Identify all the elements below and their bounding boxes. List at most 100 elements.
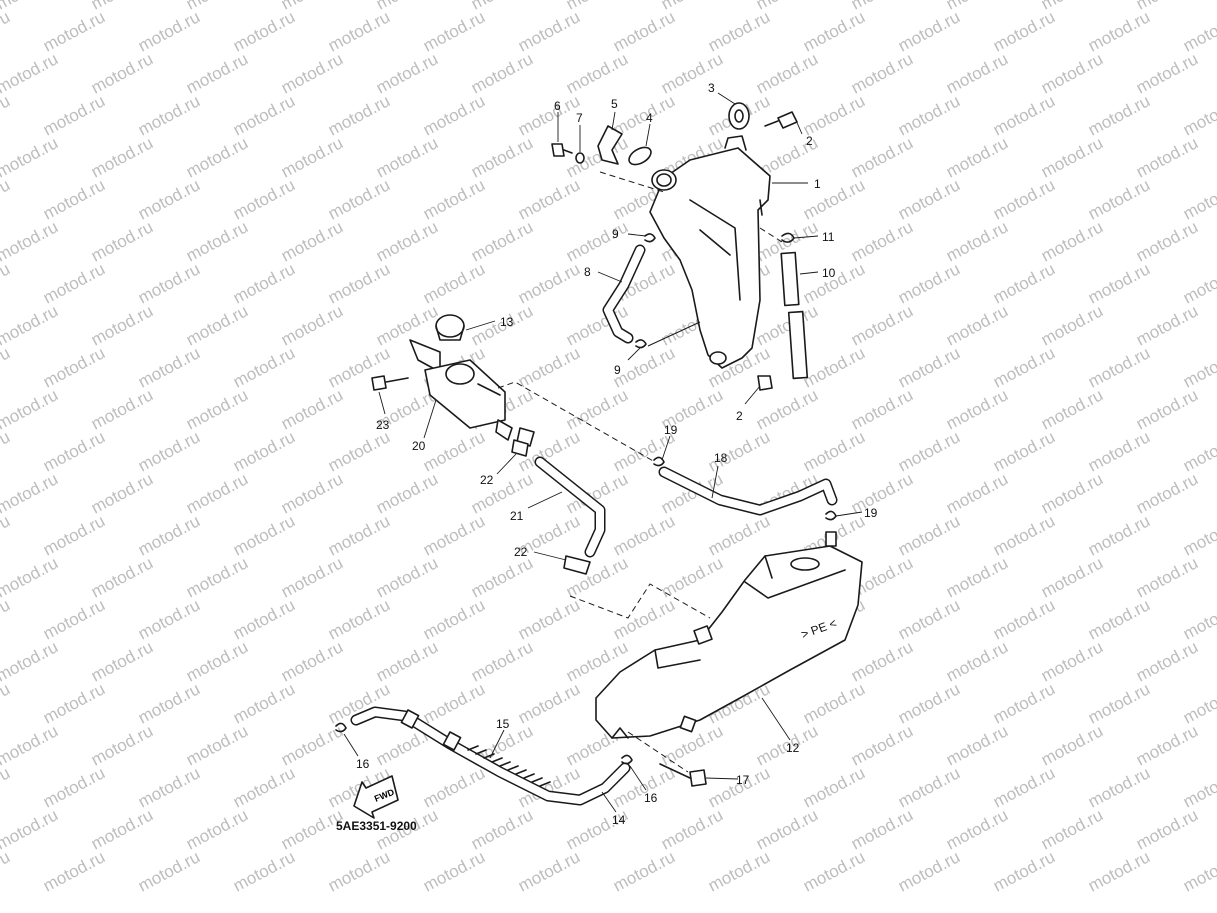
watermark-text: motod.ru — [40, 679, 108, 727]
clamp-16-right — [621, 754, 633, 765]
watermark-text: motod.ru — [420, 7, 488, 55]
watermark-text: motod.ru — [610, 511, 678, 559]
watermark-text: motod.ru — [848, 469, 916, 517]
hose-8 — [602, 244, 646, 344]
watermark-text: motod.ru — [230, 763, 298, 811]
callout-label: 5 — [611, 97, 618, 111]
watermark-text: motod.ru — [1180, 175, 1217, 223]
callout-label: 21 — [510, 509, 524, 523]
watermark-text: motod.ru — [895, 259, 963, 307]
watermark-text: motod.ru — [0, 133, 61, 181]
watermark-text: motod.ru — [848, 301, 916, 349]
watermark-text: motod.ru — [135, 763, 203, 811]
bolt-17 — [659, 763, 707, 787]
watermark-text: motod.ru — [468, 805, 536, 853]
watermark-text: motod.ru — [1180, 343, 1217, 391]
watermark-text: motod.ru — [183, 805, 251, 853]
watermark-text: motod.ru — [183, 469, 251, 517]
watermark-text: motod.ru — [1038, 469, 1106, 517]
watermark-text: motod.ru — [1180, 847, 1217, 895]
watermark-text: motod.ru — [563, 133, 631, 181]
watermark-text: motod.ru — [40, 259, 108, 307]
hose-14 — [350, 706, 631, 806]
watermark-text: motod.ru — [1180, 595, 1217, 643]
watermark-text: motod.ru — [800, 175, 868, 223]
watermark-text: motod.ru — [325, 427, 393, 475]
watermark-text: motod.ru — [0, 721, 61, 769]
watermark-text: motod.ru — [1133, 805, 1201, 853]
watermark-text: motod.ru — [800, 679, 868, 727]
watermark-text: motod.ru — [325, 175, 393, 223]
watermark-text: motod.ru — [88, 301, 156, 349]
watermark-text: motod.ru — [1133, 385, 1201, 433]
hose-protector — [400, 709, 551, 787]
watermark-text: motod.ru — [420, 259, 488, 307]
watermark-text: motod.ru — [88, 49, 156, 97]
watermark-text: motod.ru — [1133, 217, 1201, 265]
callout-label: 22 — [514, 545, 528, 559]
callout-label: 18 — [714, 451, 728, 465]
watermark-text: motod.ru — [420, 175, 488, 223]
watermark-text: motod.ru — [0, 805, 61, 853]
watermark-text: motod.ru — [183, 133, 251, 181]
watermark-text: motod.ru — [753, 301, 821, 349]
watermark-text: motod.ru — [895, 91, 963, 139]
watermark-text: motod.ru — [848, 805, 916, 853]
watermark-text: motod.ru — [1180, 7, 1217, 55]
callout-label: 12 — [786, 741, 800, 755]
watermark-text: motod.ru — [800, 343, 868, 391]
watermark-text: motod.ru — [88, 469, 156, 517]
watermark-text: motod.ru — [40, 175, 108, 223]
watermark-text: motod.ru — [943, 553, 1011, 601]
callout-label: 15 — [496, 717, 510, 731]
watermark-text: motod.ru — [0, 847, 13, 895]
watermark-text: motod.ru — [230, 847, 298, 895]
watermark-text: motod.ru — [515, 175, 583, 223]
callout-label: 2 — [806, 134, 813, 148]
watermark-text: motod.ru — [1133, 721, 1201, 769]
watermark-text: motod.ru — [1038, 721, 1106, 769]
callout-label: 16 — [356, 757, 370, 771]
watermark-text: motod.ru — [230, 511, 298, 559]
callout-labels: 1 2 2 3 4 5 6 7 8 9 9 10 11 12 13 14 15 … — [356, 81, 878, 827]
watermark-text: motod.ru — [0, 511, 13, 559]
watermark-text: motod.ru — [88, 721, 156, 769]
watermark-text: motod.ru — [1085, 595, 1153, 643]
watermark-text: motod.ru — [278, 49, 346, 97]
bolt-lower — [757, 375, 773, 391]
callout-label: 11 — [822, 230, 835, 244]
watermark-text: motod.ru — [373, 469, 441, 517]
callout-label: 20 — [412, 439, 426, 453]
watermark-text: motod.ru — [753, 385, 821, 433]
watermark-text: motod.ru — [990, 259, 1058, 307]
watermark-text: motod.ru — [135, 595, 203, 643]
watermark-text: motod.ru — [183, 385, 251, 433]
watermark-text: motod.ru — [563, 49, 631, 97]
watermark-text: motod.ru — [0, 385, 61, 433]
watermark-text: motod.ru — [610, 7, 678, 55]
watermark-text: motod.ru — [848, 385, 916, 433]
watermark-text: motod.ru — [848, 49, 916, 97]
watermark-text: motod.ru — [0, 49, 61, 97]
watermark-text: motod.ru — [990, 91, 1058, 139]
watermark-text: motod.ru — [373, 49, 441, 97]
watermark-text: motod.ru — [990, 763, 1058, 811]
clamp-22-lower — [563, 555, 591, 575]
watermark-text: motod.ru — [943, 637, 1011, 685]
watermark-text: motod.ru — [420, 679, 488, 727]
watermark-text: motod.ru — [230, 595, 298, 643]
watermark-text: motod.ru — [895, 847, 963, 895]
watermark-text: motod.ru — [0, 0, 61, 14]
watermark-text: motod.ru — [990, 427, 1058, 475]
watermark-text: motod.ru — [278, 133, 346, 181]
watermark-text: motod.ru — [943, 49, 1011, 97]
callout-label: 22 — [480, 473, 494, 487]
watermark-text: motod.ru — [1133, 49, 1201, 97]
watermark-text: motod.ru — [1085, 259, 1153, 307]
watermark-text: motod.ru — [848, 133, 916, 181]
watermark-text: motod.ru — [420, 595, 488, 643]
callout-label: 8 — [584, 265, 591, 279]
watermark-text: motod.ru — [230, 679, 298, 727]
radiator-cap — [435, 314, 465, 341]
